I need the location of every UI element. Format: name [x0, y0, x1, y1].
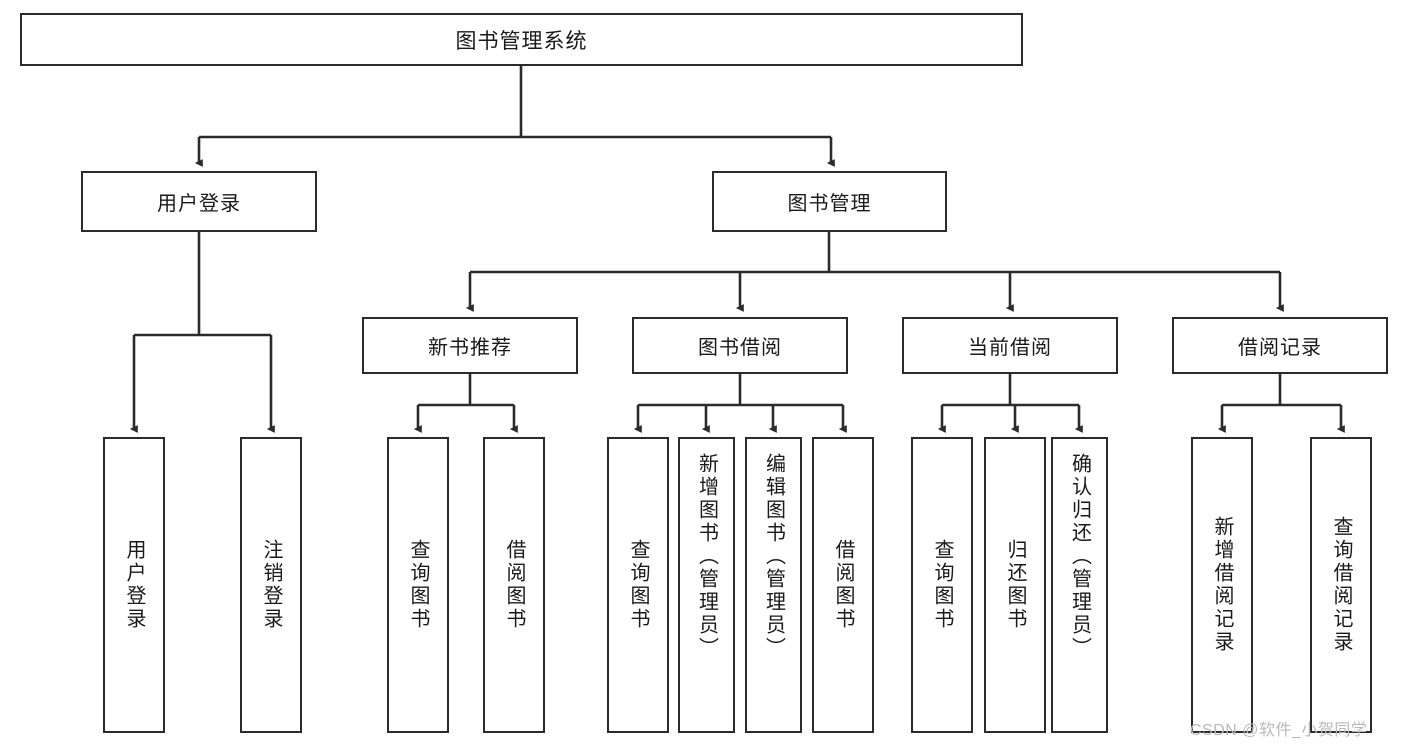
node-new-book-recommend[interactable]: 新书推荐 — [362, 317, 578, 374]
node-label: 借阅图书 — [832, 539, 854, 631]
node-label: 新增图书（管理员） — [695, 453, 718, 660]
node-label: 图书借阅 — [698, 337, 782, 359]
node-leaf-add-record[interactable]: 新增借阅记录 — [1191, 437, 1253, 733]
node-book-borrow[interactable]: 图书借阅 — [632, 317, 848, 374]
node-label: 用户登录 — [123, 539, 145, 631]
node-label: 图书管理系统 — [455, 29, 588, 53]
node-leaf-user-login[interactable]: 用户登录 — [103, 437, 165, 733]
node-leaf-add-book[interactable]: 新增图书（管理员） — [678, 437, 735, 733]
node-label: 图书管理 — [787, 193, 872, 215]
node-leaf-query-book-3[interactable]: 查询图书 — [911, 437, 973, 733]
node-label: 借阅记录 — [1238, 337, 1322, 359]
node-current-borrow[interactable]: 当前借阅 — [902, 317, 1118, 374]
node-leaf-borrow-book-1[interactable]: 借阅图书 — [483, 437, 545, 733]
node-label: 当前借阅 — [968, 337, 1052, 359]
node-leaf-return-book[interactable]: 归还图书 — [984, 437, 1046, 733]
node-label: 查询图书 — [407, 539, 429, 631]
node-label: 查询图书 — [931, 539, 953, 631]
node-leaf-edit-book[interactable]: 编辑图书（管理员） — [745, 437, 802, 733]
node-leaf-query-record[interactable]: 查询借阅记录 — [1310, 437, 1372, 733]
node-label: 新书推荐 — [428, 337, 512, 359]
node-label: 查询借阅记录 — [1330, 516, 1352, 654]
node-label: 注销登录 — [260, 539, 282, 631]
node-label: 借阅图书 — [503, 539, 525, 631]
node-label: 新增借阅记录 — [1211, 516, 1233, 654]
node-borrow-record[interactable]: 借阅记录 — [1172, 317, 1388, 374]
node-leaf-query-book-2[interactable]: 查询图书 — [607, 437, 669, 733]
csdn-watermark: CSDN @软件_小贺同学 — [1190, 722, 1368, 739]
node-label: 查询图书 — [627, 539, 649, 631]
node-user-login[interactable]: 用户登录 — [81, 171, 317, 232]
node-leaf-confirm-return[interactable]: 确认归还（管理员） — [1051, 437, 1108, 733]
node-label: 用户登录 — [157, 193, 241, 215]
node-label: 确认归还（管理员） — [1068, 453, 1091, 660]
node-leaf-borrow-book-2[interactable]: 借阅图书 — [812, 437, 874, 733]
node-label: 编辑图书（管理员） — [762, 453, 785, 660]
node-book-manage[interactable]: 图书管理 — [712, 171, 947, 232]
node-leaf-user-logout[interactable]: 注销登录 — [240, 437, 302, 733]
node-leaf-query-book-1[interactable]: 查询图书 — [387, 437, 449, 733]
node-label: 归还图书 — [1004, 539, 1026, 631]
node-root-system-title[interactable]: 图书管理系统 — [20, 13, 1023, 66]
